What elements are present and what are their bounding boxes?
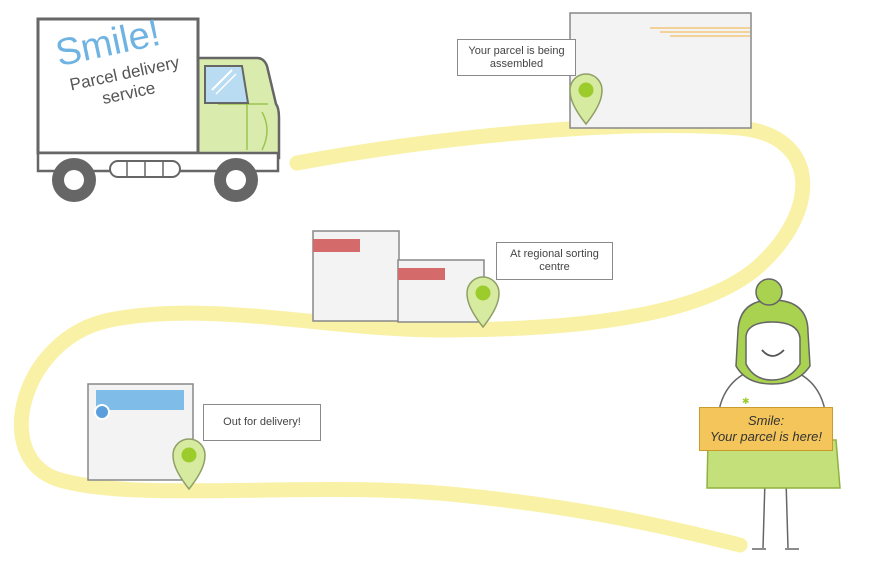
truck-cargo-box [36,17,200,155]
step-label-line2: assembled [489,57,544,70]
step-label-line1: At regional sorting [510,248,599,260]
truck-wheel-front [214,158,258,202]
delivery-route-path [13,118,811,553]
sorting-centre-buildings [312,230,485,323]
location-pin-icon [172,438,206,491]
svg-text:✱: ✱ [742,397,750,407]
step-label-line1: Out for delivery! [223,416,301,428]
step-label-out-for-delivery: Out for delivery! [203,404,321,441]
step-label-line1: Your parcel is being [468,44,565,57]
step-label-sorting-centre: At regional sorting centre [496,242,613,280]
recipient-sign: Smile: Your parcel is here! [699,407,833,451]
location-pin-icon [569,73,603,126]
sign-line2: Your parcel is here! [709,429,822,444]
step-label-line2: centre [539,261,570,273]
assembly-building [569,12,752,129]
location-pin-icon [466,276,500,329]
step-label-assembled: Your parcel is being assembled [457,39,576,76]
sign-line1: Smile: [747,413,785,428]
delivery-truck [36,17,281,202]
truck-wheel-rear [52,158,96,202]
